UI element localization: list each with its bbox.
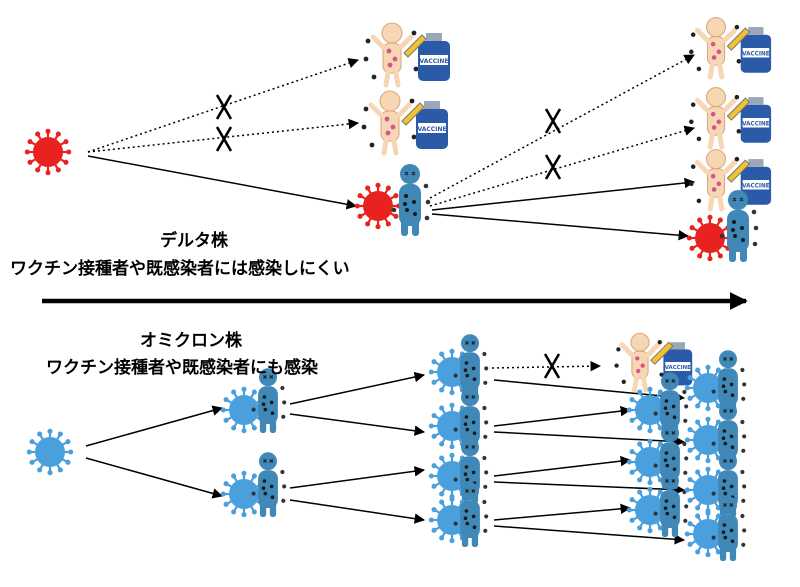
infection-arrow bbox=[493, 503, 632, 521]
virus-icon bbox=[24, 128, 72, 176]
vaccine-bottle-icon: VACCINE bbox=[403, 33, 450, 81]
vaccine-label: VACCINE bbox=[742, 184, 770, 190]
infection-arrow bbox=[493, 481, 686, 495]
virus-icon bbox=[220, 386, 268, 434]
infection-arrow bbox=[85, 457, 224, 499]
virus-icon bbox=[686, 214, 734, 262]
vaccine-label: VACCINE bbox=[742, 52, 770, 58]
healthy-person-icon bbox=[689, 149, 742, 212]
blocked-x-icon bbox=[215, 126, 233, 152]
infected-person-icon bbox=[653, 472, 689, 537]
virus-icon bbox=[354, 182, 402, 230]
vaccine-bottle-icon: VACCINE bbox=[726, 27, 772, 73]
delta-strain-title: デルタ株 bbox=[160, 231, 228, 251]
infected-person-icon bbox=[391, 164, 431, 236]
infected-person-icon bbox=[453, 482, 489, 547]
omicron-strain-title: オミクロン株 bbox=[140, 331, 242, 351]
blocked-infection-arrow bbox=[491, 360, 602, 372]
healthy-person-icon bbox=[363, 22, 419, 88]
infection-arrow bbox=[289, 466, 426, 489]
infection-arrow bbox=[493, 431, 686, 447]
infection-arrow bbox=[431, 177, 696, 211]
infection-arrow bbox=[289, 371, 426, 405]
vaccine-label: VACCINE bbox=[419, 58, 448, 65]
infected-person-icon bbox=[453, 388, 489, 453]
blocked-x-icon bbox=[215, 94, 233, 120]
infection-arrow bbox=[493, 379, 686, 403]
blocked-infection-arrow bbox=[429, 54, 695, 199]
vaccine-bottle-icon: VACCINE bbox=[401, 101, 448, 149]
infection-arrow bbox=[493, 405, 632, 427]
healthy-person-icon bbox=[689, 87, 742, 150]
infection-arrow bbox=[431, 213, 690, 241]
infection-arrow bbox=[493, 525, 686, 545]
healthy-person-icon bbox=[689, 17, 742, 80]
vaccine-bottle-icon: VACCINE bbox=[726, 97, 772, 143]
infection-arrow bbox=[289, 499, 426, 524]
infection-arrow bbox=[87, 155, 358, 210]
vaccine-bottle-icon: VACCINE bbox=[726, 159, 772, 205]
infection-arrow bbox=[289, 413, 426, 436]
infected-person-icon bbox=[251, 452, 287, 517]
infected-person-icon bbox=[711, 496, 747, 561]
blocked-x-icon bbox=[544, 154, 562, 180]
infection-arrow bbox=[85, 405, 224, 447]
virus-icon bbox=[26, 428, 74, 476]
vaccine-label: VACCINE bbox=[742, 122, 770, 128]
healthy-person-icon bbox=[614, 332, 664, 393]
vaccine-label: VACCINE bbox=[417, 126, 446, 133]
blocked-infection-arrow bbox=[429, 125, 696, 207]
vaccine-label: VACCINE bbox=[665, 365, 691, 371]
infected-person-icon bbox=[719, 190, 759, 262]
infection-arrow bbox=[493, 455, 632, 477]
icons-layer: VACCINE VACCINE VACCINE VACCINE VACCINE VACCI… bbox=[24, 17, 772, 561]
infected-person-icon bbox=[251, 368, 287, 433]
delta-strain-description: ワクチン接種者や既感染者には感染しにくい bbox=[10, 259, 350, 279]
omicron-strain-description: ワクチン接種者や既感染者にも感染 bbox=[46, 358, 318, 378]
blocked-x-icon bbox=[543, 353, 561, 379]
healthy-person-icon bbox=[361, 90, 417, 156]
blocked-x-icon bbox=[544, 108, 562, 134]
